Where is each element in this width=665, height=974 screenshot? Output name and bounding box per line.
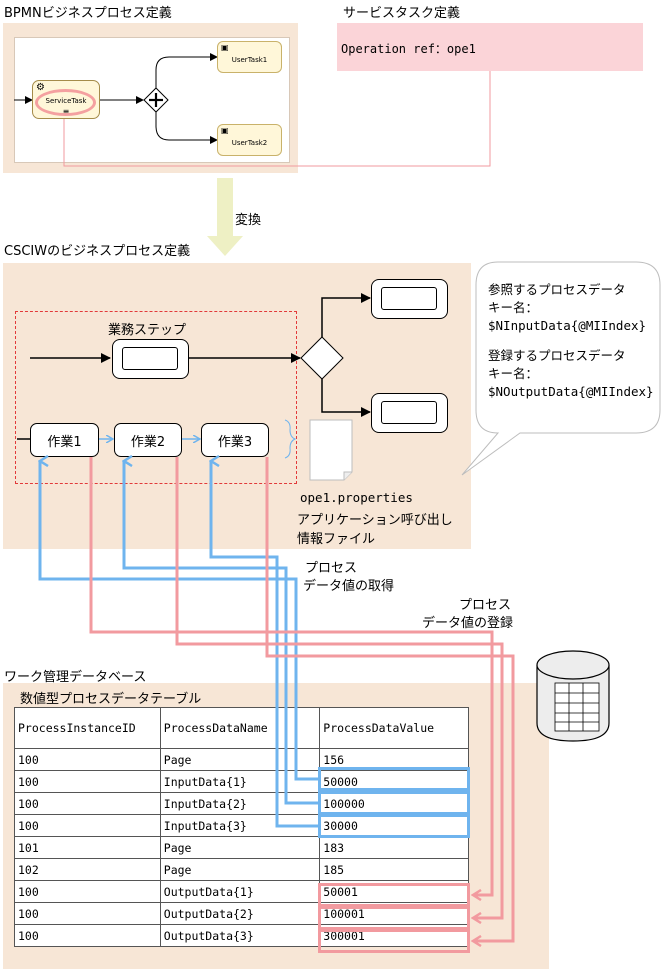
table-cell: 100	[14, 880, 161, 903]
properties-file-icon	[309, 419, 353, 481]
column-header: ProcessDataName	[159, 707, 321, 749]
table-row: 101 Page 183	[14, 836, 469, 859]
table-cell: 101	[14, 836, 161, 859]
app-call-info-line-2: 情報ファイル	[297, 532, 376, 547]
properties-file-name: ope1.properties	[300, 490, 413, 505]
user-task-icon: ▣	[221, 126, 229, 135]
parallel-gateway-icon	[143, 87, 169, 113]
table-cell: 185	[319, 858, 469, 881]
table-cell: Page	[159, 836, 321, 859]
reg-key-line-1: 登録するプロセスデータ	[488, 348, 626, 363]
table-cell: 100	[14, 770, 161, 793]
app-call-info-line-1: アプリケーション呼び出し	[297, 513, 453, 528]
column-header: ProcessDataValue	[319, 707, 469, 749]
table-title: 数値型プロセスデータテーブル	[20, 692, 202, 707]
properties-brace	[284, 419, 297, 459]
conversion-arrow-icon	[207, 178, 243, 256]
output-value-1-highlight	[318, 883, 470, 907]
work-1-box: 作業1	[30, 423, 99, 457]
table-cell: 100	[14, 814, 161, 837]
user-task-2: ▣ UserTask2	[217, 124, 282, 156]
work-1-label: 作業1	[47, 434, 82, 450]
table-cell: 183	[319, 836, 469, 859]
reg-key-line-2: キー名：	[488, 366, 539, 381]
work-3-label: 作業3	[217, 434, 253, 450]
service-def-title: サービスタスク定義	[343, 6, 461, 21]
app-call-info-caption: アプリケーション呼び出し 情報ファイル	[297, 511, 453, 549]
exclusive-gateway-icon	[300, 336, 344, 380]
table-cell: OutputData{3}	[159, 924, 321, 947]
column-header: ProcessInstanceID	[14, 707, 161, 749]
table-cell: InputData{1}	[159, 770, 321, 793]
service-task-highlight-ring	[35, 89, 96, 116]
business-step-box	[112, 339, 189, 379]
table-cell: 102	[14, 858, 161, 881]
get-data-label: プロセス データ値の取得	[303, 560, 394, 596]
bpmn-diagram	[14, 53, 491, 167]
work-2-label: 作業2	[130, 434, 166, 450]
user-task-1-label: UserTask1	[231, 56, 268, 64]
table-row: 102 Page 185	[14, 858, 469, 881]
user-task-1: ▣ UserTask1	[217, 41, 282, 73]
gateway-upper-flow	[321, 293, 371, 337]
bpmn-section-title: BPMNビジネスプロセス定義	[4, 6, 172, 21]
table-cell: OutputData{2}	[159, 902, 321, 925]
ref-key-line-1: 参照するプロセスデータ	[488, 282, 626, 297]
work-2-box: 作業2	[114, 423, 182, 457]
callout-bubble: 参照するプロセスデータ キー名： $NInputData{@MIIndex} 登…	[488, 281, 654, 401]
ref-key-value: $NInputData{@MIIndex}	[488, 318, 647, 333]
service-ref-link	[63, 71, 491, 167]
callout-bubble-shape	[461, 261, 661, 476]
table-cell: 100	[14, 902, 161, 925]
next-step-lower-inner	[381, 401, 437, 424]
gateway-lower-flow	[321, 379, 371, 417]
register-data-label: プロセス データ値の登録	[413, 597, 513, 633]
service-def-box	[337, 23, 643, 71]
table-cell: InputData{3}	[159, 814, 321, 837]
table-cell: Page	[159, 858, 321, 881]
database-cylinder-icon	[536, 650, 610, 742]
register-data-line-2: データ値の登録	[421, 616, 513, 631]
gear-icon: ⚙	[36, 82, 45, 93]
table-cell: Page	[159, 748, 321, 771]
get-data-line-2: データ値の取得	[303, 579, 395, 594]
table-cell: 100	[14, 748, 161, 771]
user-task-icon: ▣	[221, 43, 229, 52]
operation-ref: Operation ref：ope1	[341, 42, 476, 56]
next-step-upper-inner	[381, 287, 437, 310]
table-cell: OutputData{1}	[159, 880, 321, 903]
work-3-box: 作業3	[201, 423, 269, 457]
bpmn-flow-lower	[155, 112, 218, 144]
table-cell: 100	[14, 924, 161, 947]
input-value-3-highlight	[318, 814, 470, 838]
input-value-1-highlight	[318, 767, 470, 791]
next-step-lower	[371, 393, 448, 433]
input-value-2-highlight	[318, 791, 470, 815]
ref-key-line-2: キー名：	[488, 300, 539, 315]
business-step-inner	[122, 347, 178, 370]
table-header-row: ProcessInstanceID ProcessDataName Proces…	[14, 707, 469, 749]
table-cell: 100	[14, 792, 161, 815]
reg-key-value: $NOutputData{@MIIndex}	[488, 384, 654, 399]
output-value-3-highlight	[318, 929, 470, 953]
conversion-label: 変換	[235, 213, 262, 228]
register-data-line-1: プロセス	[458, 598, 511, 613]
csciw-section-title: CSCIWのビジネスプロセス定義	[4, 244, 191, 259]
business-step-label: 業務ステップ	[108, 323, 187, 338]
user-task-2-label: UserTask2	[231, 139, 268, 147]
output-value-2-highlight	[318, 906, 470, 930]
get-data-line-1: プロセス	[305, 561, 358, 576]
bpmn-flow-upper	[155, 53, 218, 88]
table-cell: InputData{2}	[159, 792, 321, 815]
next-step-upper	[371, 279, 448, 319]
